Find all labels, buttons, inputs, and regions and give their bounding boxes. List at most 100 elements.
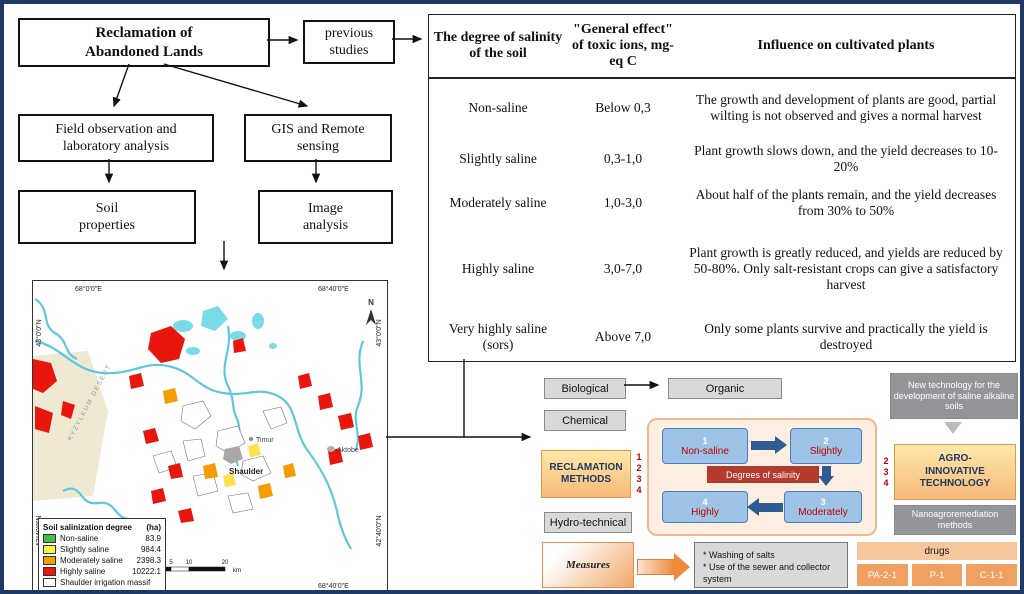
cell-influence: About half of the plants remain, and the… — [695, 187, 997, 218]
cell-influence: Only some plants survive and practically… — [704, 321, 988, 352]
table-row: Slightly saline 0,3-1,0 Plant growth slo… — [429, 137, 1015, 181]
gis-remote-sensing-box: GIS and Remote sensing — [244, 114, 392, 162]
aktobe-marker — [327, 446, 335, 452]
hydro-technical-box: Hydro-technical — [544, 512, 632, 533]
degree-3-moderately-box: 3 Moderately — [784, 491, 862, 523]
coord-top-right: 68°40'0"E — [318, 285, 349, 293]
legend-swatch — [43, 567, 56, 576]
coord-right-top: 43°0'0"N — [375, 319, 383, 346]
degree-4-highly-box: 4 Highly — [662, 491, 748, 523]
table-row: Very highly saline (sors) Above 7,0 Only… — [429, 313, 1015, 361]
legend-swatch — [43, 556, 56, 565]
image-analysis-box: Image analysis — [258, 190, 393, 244]
cell-effect: Above 7,0 — [594, 329, 652, 345]
drug-items-row: PA-2-1 P-1 C-1-1 — [856, 563, 1019, 587]
degree-label: Moderately — [798, 506, 848, 518]
arrow-right-icon — [751, 436, 787, 454]
legend-swatch — [43, 534, 56, 543]
cell-effect: Below 0,3 — [595, 100, 651, 116]
cell-degree: Slightly saline — [459, 151, 537, 167]
coord-top-left: 68°0'0"E — [75, 285, 102, 293]
lakes — [173, 306, 277, 355]
arrow-down-icon — [818, 466, 834, 486]
shaulder-urban-area — [223, 446, 243, 464]
degree-label: Non-saline — [681, 445, 729, 457]
measures-box: Measures — [542, 542, 634, 588]
table-row: Non-saline Below 0,3 The growth and deve… — [429, 79, 1015, 137]
degree-number: 1 — [702, 435, 708, 446]
drug-item: PA-2-1 — [856, 563, 909, 587]
cell-degree: Very highly saline (sors) — [448, 321, 548, 352]
drug-item: C-1-1 — [965, 563, 1019, 587]
table-row: Moderately saline 1,0-3,0 About half of … — [429, 181, 1015, 225]
nanoagroremediation-box: Nanoagroremediation methods — [894, 505, 1016, 535]
drugs-header: drugs — [856, 541, 1018, 561]
chemical-box: Chemical — [544, 410, 626, 431]
degree-number: 2 — [823, 435, 829, 446]
svg-text:10: 10 — [186, 560, 193, 566]
col-header-effect: "General effect" of toxic ions, mg-eq C — [572, 22, 674, 69]
cell-effect: 1,0-3,0 — [603, 195, 643, 211]
big-orange-arrow-icon — [637, 553, 690, 581]
degree-number: 4 — [702, 496, 708, 507]
cell-influence: Plant growth is greatly reduced, and yie… — [689, 245, 1003, 292]
measure-item: * Use of the sewer and collector system — [703, 562, 831, 585]
timur-marker — [249, 437, 253, 441]
right-degree-numbers: 2 3 4 — [883, 456, 889, 488]
highly-saline-patches — [33, 326, 373, 523]
gray-down-arrow-icon — [944, 422, 962, 434]
cell-effect: 0,3-1,0 — [603, 151, 643, 167]
coord-left-top: 43°0'0"N — [35, 319, 43, 346]
previous-studies-box: previous studies — [303, 20, 395, 64]
salinity-map: KYZYLKUM DESERT — [32, 280, 388, 590]
new-technology-box: New technology for the development of sa… — [890, 373, 1018, 419]
reclamation-title-box: Reclamation of Abandoned Lands — [18, 18, 270, 67]
north-label: N — [368, 298, 374, 307]
map-drawing: KYZYLKUM DESERT — [33, 285, 383, 590]
reclamation-methods-box: RECLAMATION METHODS — [541, 450, 631, 498]
degrees-of-salinity-bar: Degrees of salinity — [707, 466, 819, 483]
legend-swatch — [43, 578, 56, 587]
svg-text:20: 20 — [222, 560, 229, 566]
col-header-degree: The degree of salinity of the soil — [433, 30, 563, 61]
arrow-left-icon — [747, 498, 783, 516]
cell-effect: 3,0-7,0 — [603, 261, 643, 277]
degree-label: Highly — [691, 506, 719, 518]
coord-right-bottom: 42°40'0"N — [375, 515, 383, 546]
biological-box: Biological — [544, 378, 626, 399]
salinity-table: The degree of salinity of the soil "Gene… — [428, 14, 1016, 362]
north-arrow-icon — [366, 309, 376, 325]
coord-bottom-right: 68°40'0"E — [318, 582, 349, 590]
degree-label: Slightly — [809, 445, 843, 457]
organic-box: Organic — [668, 378, 782, 399]
cell-degree: Highly saline — [461, 261, 535, 277]
cell-influence: Plant growth slows down, and the yield d… — [694, 143, 998, 174]
table-header-row: The degree of salinity of the soil "Gene… — [429, 15, 1015, 79]
cell-degree: Moderately saline — [449, 195, 547, 211]
agro-innovative-technology-box: AGRO- INNOVATIVE TECHNOLOGY — [894, 444, 1016, 500]
legend-item: Shaulder irrigation massif — [43, 577, 161, 588]
degree-1-non-saline-box: 1 Non-saline — [662, 428, 748, 464]
desert-area — [33, 351, 108, 501]
svg-text:km: km — [233, 568, 241, 574]
degree-number: 3 — [820, 496, 826, 507]
aktobe-label: Aktobe — [337, 447, 359, 454]
field-observation-box: Field observation and laboratory analysi… — [18, 114, 214, 162]
svg-text:5: 5 — [169, 560, 173, 566]
timur-label: Timur — [256, 437, 274, 444]
washing-measures-box: * Washing of salts * Use of the sewer an… — [694, 542, 848, 588]
cell-degree: Non-saline — [468, 100, 528, 116]
left-degree-numbers: 1 2 3 4 — [636, 452, 642, 495]
cell-influence: The growth and development of plants are… — [695, 92, 997, 123]
legend-swatch — [43, 545, 56, 554]
moderately-saline-patches — [163, 388, 296, 499]
drug-item: P-1 — [910, 563, 964, 587]
shaulder-label: Shaulder — [229, 467, 263, 476]
col-header-influence: Influence on cultivated plants — [757, 38, 935, 53]
legend-title: Soil salinization degree(ha) — [43, 523, 161, 532]
